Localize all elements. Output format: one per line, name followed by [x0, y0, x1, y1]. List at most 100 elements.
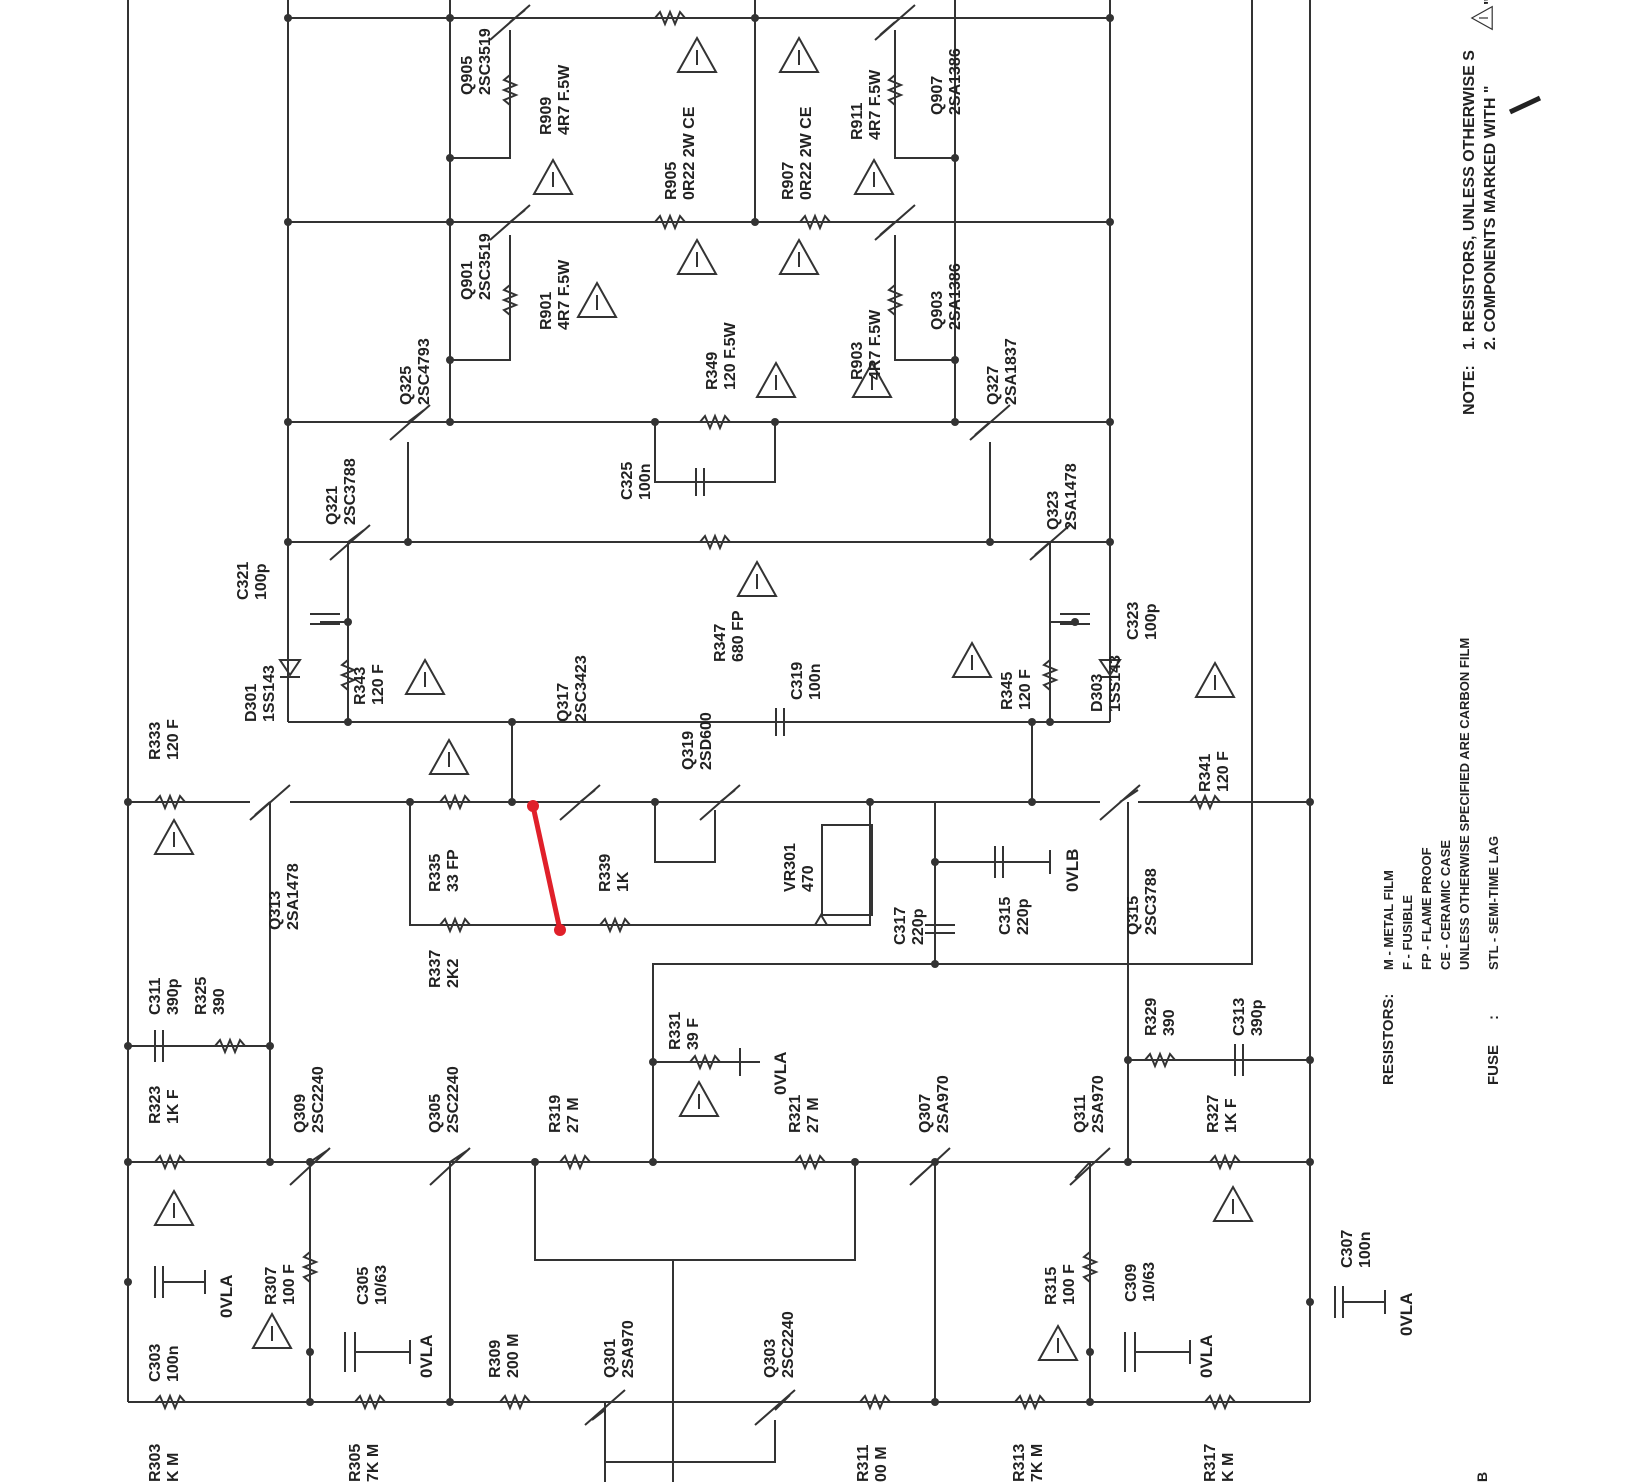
wires	[127, 0, 1311, 1482]
warning-triangle-icon	[737, 561, 777, 597]
component-label-c323: C323100p	[1125, 602, 1160, 640]
note-line-2: 2. COMPONENTS MARKED WITH "	[1482, 86, 1499, 350]
component-label-q323: Q3232SA1478	[1045, 463, 1080, 530]
component-label-r339: R3391K	[597, 854, 632, 892]
component-label-r341: R341120 F	[1197, 751, 1232, 792]
component-label-r909: R9094R7 F.5W	[538, 64, 573, 135]
component-label-r309: R309200 M	[487, 1334, 522, 1378]
legend-resistors-heading: RESISTORS:	[1380, 994, 1397, 1085]
component-label-q303: Q3032SC2240	[762, 1311, 797, 1378]
warning-triangle-icon	[577, 282, 617, 318]
edge-mark: B	[1474, 1472, 1490, 1482]
warning-triangle-icon	[1195, 662, 1235, 698]
component-label-q317: Q3172SC3423	[555, 655, 590, 722]
legend-fuse-sep: :	[1485, 1015, 1502, 1020]
component-label-r327: R3271K F	[1205, 1095, 1240, 1133]
component-label-q305: Q3052SC2240	[427, 1066, 462, 1133]
warning-triangle-icon	[429, 739, 469, 775]
legend-line: CE - CERAMIC CASE	[1438, 840, 1453, 970]
warning-triangle-icon	[533, 159, 573, 195]
component-label-c305: C30510/63	[355, 1265, 390, 1305]
component-label-r303: R303K M	[147, 1444, 182, 1482]
component-label-r333: R333120 F	[147, 719, 182, 760]
component-label-q905: Q9052SC3519	[459, 28, 494, 95]
warning-triangle-icon	[779, 37, 819, 73]
component-label-q309: Q3092SC2240	[292, 1066, 327, 1133]
component-label-q327: Q3272SA1837	[985, 338, 1020, 405]
component-label-r901: R9014R7 F.5W	[538, 259, 573, 330]
component-label-q907: Q9072SA1386	[929, 48, 964, 115]
legend-line: FP - FLAME PROOF	[1419, 847, 1434, 970]
component-label-q301: Q3012SA970	[602, 1320, 637, 1378]
component-label-c315: C315220p	[997, 897, 1032, 935]
component-label-r903: R9034R7 F.5W	[849, 309, 884, 380]
pen-stroke-mark	[1508, 95, 1542, 115]
component-label-r329: R329390	[1143, 998, 1178, 1036]
note-line-1: 1. RESISTORS, UNLESS OTHERWISE S	[1461, 50, 1478, 350]
warning-triangle-icon	[677, 37, 717, 73]
component-label-r317: R317K M	[1202, 1444, 1237, 1482]
diode-symbols	[278, 659, 1122, 678]
warning-triangle-icon	[154, 819, 194, 855]
component-label-q319: Q3192SD600	[680, 712, 715, 770]
warning-triangle-icon	[1038, 1325, 1078, 1361]
warning-triangle-icon	[679, 1081, 719, 1117]
warning-triangle-icon	[154, 1190, 194, 1226]
component-label-r305: R3057K M	[347, 1444, 382, 1482]
component-label-d301: D3011SS143	[243, 665, 278, 722]
warning-triangle-icon	[854, 159, 894, 195]
warning-triangle-icon	[1213, 1186, 1253, 1222]
component-label-c303: C303100n	[147, 1344, 182, 1382]
legend-line: STL - SEMI-TIME LAG	[1486, 836, 1501, 970]
component-label-q321: Q3212SC3788	[324, 458, 359, 525]
component-label-q311: Q3112SA970	[1072, 1075, 1107, 1133]
component-label-q313: Q3132SA1478	[267, 863, 302, 930]
component-label-r319: R31927 M	[547, 1095, 582, 1133]
rail-label-0vla: 0VLA	[771, 1052, 790, 1095]
component-label-vr301: VR301470	[782, 843, 817, 892]
component-label-q325: Q3252SC4793	[398, 338, 433, 405]
component-label-r349: R349120 F.5W	[704, 322, 739, 390]
component-label-d303: D3031SS143	[1089, 655, 1124, 712]
component-label-r343: R343120 F	[352, 664, 387, 705]
component-label-r307: R307100 F	[263, 1264, 298, 1305]
resistor-symbols	[154, 9, 1241, 1411]
warning-triangle-icon	[1471, 5, 1493, 30]
component-label-q901: Q9012SC3519	[459, 233, 494, 300]
note-heading: NOTE:	[1461, 365, 1478, 415]
component-label-r313: R3137K M	[1011, 1444, 1046, 1482]
rail-label-0vla: 0VLA	[417, 1335, 436, 1378]
component-label-q307: Q3072SA970	[917, 1075, 952, 1133]
transistor-symbols	[249, 4, 1141, 1426]
component-label-r311: R31100 M	[855, 1445, 890, 1482]
rail-label-0vla: 0VLA	[217, 1275, 236, 1318]
component-label-c319: C319100n	[789, 662, 824, 700]
component-label-r905: R9050R22 2W CE	[663, 106, 698, 200]
note-line-2-tail: "	[1482, 0, 1499, 5]
legend-line: M - METAL FILM	[1381, 870, 1396, 970]
component-label-c313: C313390p	[1231, 998, 1266, 1036]
warning-triangle-icon	[677, 239, 717, 275]
capacitor-symbols	[154, 468, 1386, 1372]
component-label-c307: C307100n	[1339, 1230, 1374, 1268]
legend-fuse-heading: FUSE	[1485, 1045, 1502, 1085]
component-labels: R303K M R3057K M R31100 M R3137K M R317K M C3…	[147, 28, 1374, 1482]
warning-triangle-icon	[252, 1313, 292, 1349]
component-label-r337: R3372K2	[427, 950, 462, 988]
legend-line: UNLESS OTHERWISE SPECIFIED ARE CARBON FI…	[1457, 638, 1472, 970]
component-label-r347: R347680 FP	[712, 610, 747, 662]
legend-line: F - FUSIBLE	[1400, 895, 1415, 970]
component-label-r911: R9114R7 F.5W	[849, 69, 884, 140]
component-label-r907: R9070R22 2W CE	[780, 106, 815, 200]
component-label-c309: C30910/63	[1123, 1262, 1158, 1302]
component-label-r345: R345120 F	[999, 669, 1034, 710]
component-label-r315: R315100 F	[1043, 1264, 1078, 1305]
component-label-c325: C325100n	[619, 462, 654, 500]
warning-triangle-icon	[756, 362, 796, 398]
component-label-r323: R3231K F	[147, 1086, 182, 1124]
warning-triangle-icon	[405, 659, 445, 695]
component-label-c321: C321100p	[235, 562, 270, 600]
component-label-c311: C311390p	[147, 978, 182, 1015]
warning-triangle-icon	[952, 642, 992, 678]
